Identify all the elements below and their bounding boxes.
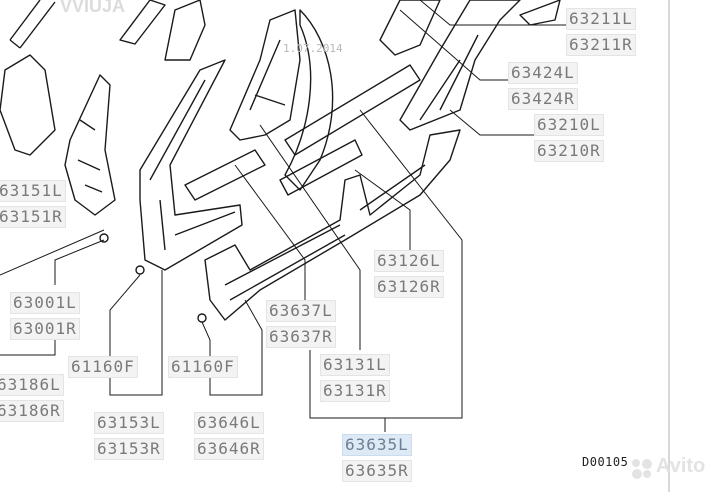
sill-reinforcement-63126 xyxy=(184,149,266,201)
leader-63126 xyxy=(354,169,411,250)
upper-bracket xyxy=(119,0,166,45)
leader-63646 xyxy=(201,299,263,396)
leader-63211 xyxy=(419,0,568,26)
part-label-63211r[interactable]: 63211R xyxy=(566,34,636,56)
roof-side-63211 xyxy=(379,0,441,56)
leader-63210 xyxy=(449,109,535,136)
part-label-63131l[interactable]: 63131L xyxy=(320,354,390,376)
side-sill-outer-63646 xyxy=(204,129,461,321)
part-label-63151r[interactable]: 63151R xyxy=(0,206,66,228)
rear-inner-panel-63151 xyxy=(0,54,56,156)
leader-63001-left xyxy=(0,229,105,276)
diagram-code: D00105 xyxy=(582,455,629,469)
part-label-63186r[interactable]: 63186R xyxy=(0,400,64,422)
fastener-63001 xyxy=(99,233,109,243)
fastener-61160f-right xyxy=(197,313,207,323)
part-label-63637l[interactable]: 63637L xyxy=(266,300,336,322)
part-label-63153r[interactable]: 63153R xyxy=(94,438,164,460)
leader-63001 xyxy=(54,239,105,285)
print-date-stamp: 1.07.2014 xyxy=(283,42,343,55)
part-label-63646r[interactable]: 63646R xyxy=(194,438,264,460)
pillar-top-fragment xyxy=(164,0,206,61)
part-label-63211l[interactable]: 63211L xyxy=(566,8,636,30)
sheet-border xyxy=(668,0,670,492)
part-label-63637r[interactable]: 63637R xyxy=(266,326,336,348)
leader-63635-right xyxy=(359,109,463,419)
part-label-63001l[interactable]: 63001L xyxy=(10,292,80,314)
avito-watermark: Avito xyxy=(656,455,706,477)
center-pillar-63131 xyxy=(229,9,301,141)
fastener-61160f-left xyxy=(135,265,145,275)
roof-rail-63637 xyxy=(284,9,334,191)
leader-63424 xyxy=(399,9,510,81)
part-label-63131r[interactable]: 63131R xyxy=(320,380,390,402)
part-label-61160f-right[interactable]: 61160F xyxy=(168,356,238,378)
watermark-top: VVIUJA xyxy=(60,0,126,16)
leader-63153 xyxy=(109,270,163,396)
part-label-63424l[interactable]: 63424L xyxy=(508,62,578,84)
part-label-63210l[interactable]: 63210L xyxy=(534,114,604,136)
sill-upper-63424 xyxy=(284,64,421,156)
fender-top-63210 xyxy=(519,0,561,26)
part-label-63153l[interactable]: 63153L xyxy=(94,412,164,434)
part-label-63151l[interactable]: 63151L xyxy=(0,180,66,202)
sill-inner-63131 xyxy=(279,139,363,196)
leader-63637 xyxy=(234,164,306,300)
part-label-63635r[interactable]: 63635R xyxy=(342,460,412,482)
part-label-63001r[interactable]: 63001R xyxy=(10,318,80,340)
part-label-63126r[interactable]: 63126R xyxy=(374,276,444,298)
center-pillar-inner xyxy=(64,74,116,216)
leader-63131 xyxy=(259,124,361,350)
leader-63635-left xyxy=(309,350,386,432)
part-label-63126l[interactable]: 63126L xyxy=(374,250,444,272)
part-label-61160f-left[interactable]: 61160F xyxy=(68,356,138,378)
part-label-63424r[interactable]: 63424R xyxy=(508,88,578,110)
part-label-63210r[interactable]: 63210R xyxy=(534,140,604,162)
part-label-63186l[interactable]: 63186L xyxy=(0,374,64,396)
part-label-63646l[interactable]: 63646L xyxy=(194,412,264,434)
top-left-fragment xyxy=(9,0,56,49)
avito-logo-icon xyxy=(632,459,652,479)
front-pillar-63153 xyxy=(139,59,243,271)
rear-panel-63424 xyxy=(399,0,521,131)
part-label-63635l[interactable]: 63635L xyxy=(342,434,412,456)
